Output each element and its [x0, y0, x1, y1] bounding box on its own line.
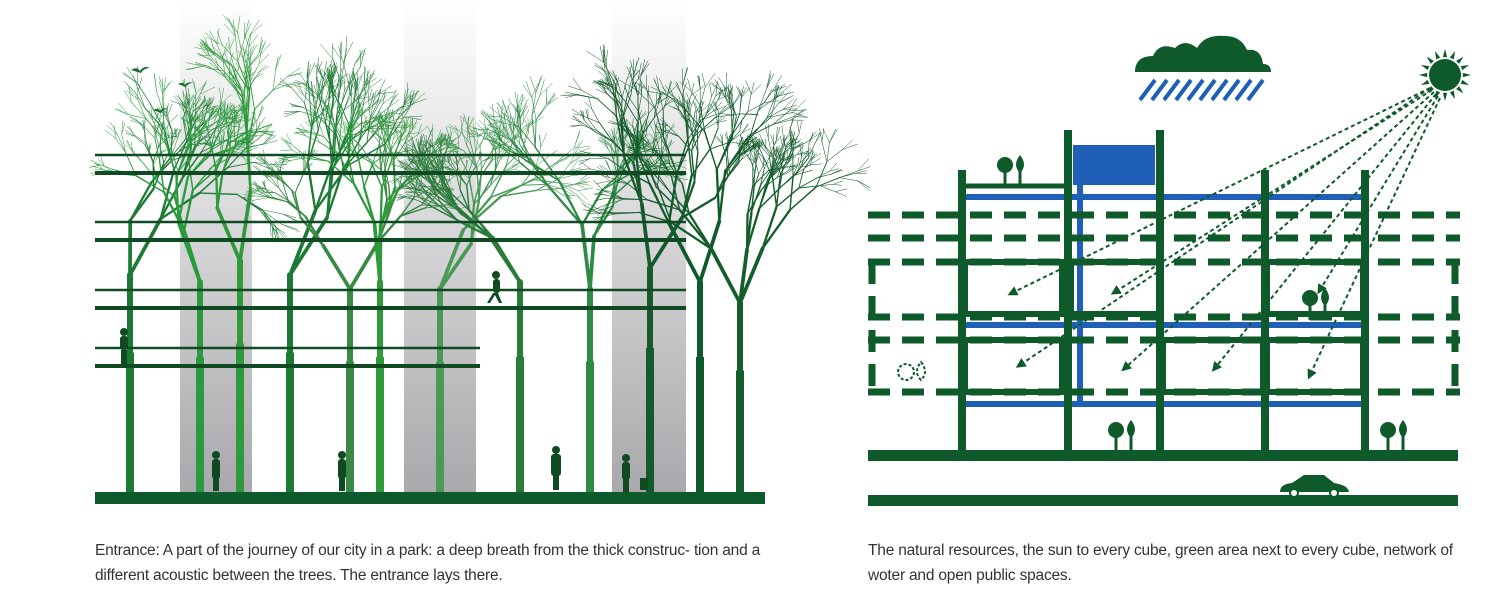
sun-ray — [1462, 72, 1471, 78]
road-line — [868, 495, 1458, 506]
sun-ray — [1442, 49, 1448, 58]
walkway-lines — [95, 153, 686, 368]
ground-bar — [95, 492, 765, 504]
water-tank — [1073, 145, 1155, 185]
cloud-icon — [1135, 35, 1271, 102]
sun-ray — [1426, 56, 1434, 64]
entrance-caption: Entrance: A part of the journey of our c… — [95, 542, 761, 584]
sun-ray — [1420, 65, 1430, 71]
people-silhouettes — [120, 271, 648, 492]
sun-rays-arrows — [1007, 87, 1441, 380]
sun-icon — [1419, 49, 1471, 101]
sun-ray — [1420, 79, 1430, 85]
small-tree-icons — [897, 155, 1407, 452]
tree — [576, 67, 809, 492]
structure — [868, 130, 1460, 455]
resources-caption: The natural resources, the sun to every … — [868, 542, 1453, 584]
building-section — [868, 35, 1471, 506]
birds — [131, 67, 193, 113]
sun-ray — [1456, 56, 1464, 64]
entrance-section — [89, 0, 871, 504]
sun-ray — [1435, 50, 1441, 60]
car-icon — [1280, 475, 1349, 498]
tree — [386, 127, 524, 492]
sun-ray — [1460, 79, 1470, 85]
sun-ray — [1449, 50, 1455, 60]
sun-ray — [1456, 86, 1464, 94]
tree — [468, 74, 689, 492]
sun-ray — [1419, 72, 1428, 78]
tree — [560, 44, 763, 492]
sun-ray — [1460, 65, 1470, 71]
ground-line — [868, 450, 1458, 461]
sun-ray — [1449, 90, 1455, 100]
trees — [89, 15, 871, 492]
sun-ray — [1442, 92, 1448, 101]
tree — [436, 109, 594, 492]
